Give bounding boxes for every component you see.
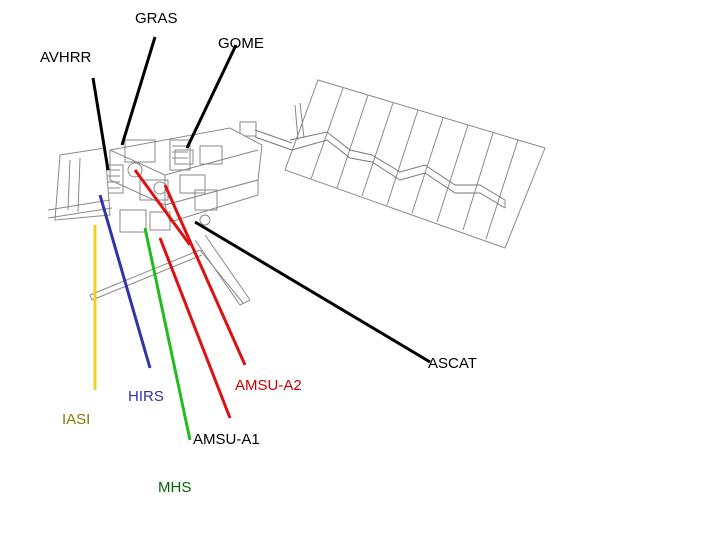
- gras-leader: [120, 36, 157, 146]
- solar-array: [284, 79, 546, 249]
- gome-label: GOME: [218, 35, 264, 52]
- avhrr-label: AVHRR: [40, 49, 92, 66]
- lower-boom: [194, 234, 251, 306]
- ascat-label: ASCAT: [428, 355, 477, 372]
- gras-label: GRAS: [135, 10, 178, 27]
- hirs-label: HIRS: [128, 388, 164, 405]
- labels: GRAS GOME AVHRR ASCAT HIRS AMSU-A2 IASI …: [40, 10, 477, 496]
- amsu-a1-label: AMSU-A1: [193, 431, 260, 448]
- left-structure: [47, 147, 203, 301]
- hirs-leader: [98, 194, 152, 369]
- gome-leader: [185, 44, 238, 149]
- iasi-label: IASI: [62, 411, 90, 428]
- leader-lines: [91, 36, 431, 441]
- mhs-label: MHS: [158, 479, 191, 496]
- amsu-a2-leader: [163, 184, 247, 366]
- amsu-a1-leader: [133, 169, 192, 246]
- avhrr-leader: [91, 77, 110, 171]
- amsu-a2-label: AMSU-A2: [235, 377, 302, 394]
- amsu-a1-leader-2: [158, 237, 232, 419]
- ascat-leader: [194, 220, 431, 364]
- mhs-leader: [143, 227, 192, 441]
